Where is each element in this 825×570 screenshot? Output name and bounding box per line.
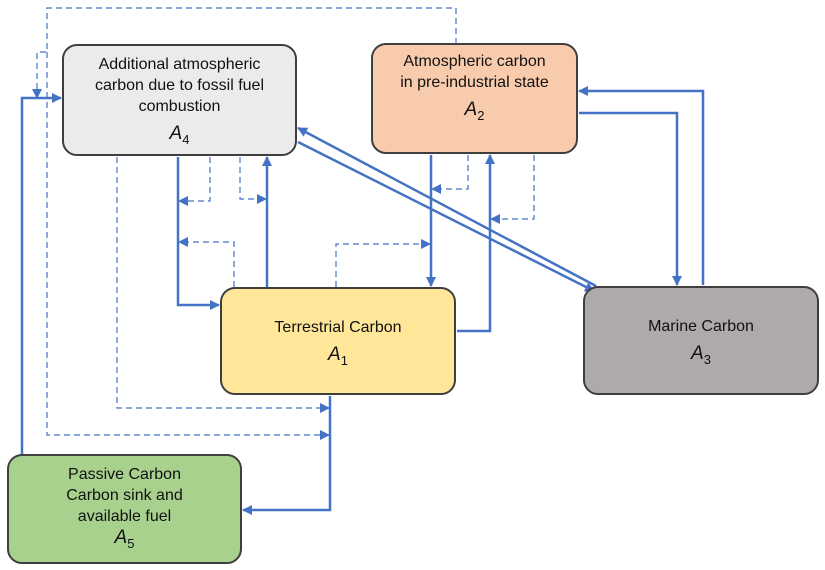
dashed-left-to-a5-line [46, 52, 330, 440]
arrow-a3-to-a2 [578, 86, 705, 285]
box-label-line: Terrestrial Carbon [274, 319, 402, 336]
compartment-symbol: A2 [464, 99, 485, 123]
dashed-a4-to-a5-line [116, 157, 330, 413]
passive-carbon-box: Passive Carbon Carbon sink and available… [7, 454, 242, 564]
box-label-line: Passive Carbon [68, 466, 181, 483]
arrow-a4-to-a1 [176, 157, 220, 310]
compartment-symbol: A1 [328, 344, 348, 368]
dashed-a1-loop-1 [178, 237, 235, 287]
dashed-a2-loop-2 [490, 155, 535, 224]
dashed-a2-loop-1 [431, 155, 469, 194]
box-label-line: available fuel [77, 508, 172, 525]
arrow-a1-to-a2 [457, 154, 495, 333]
dashed-a4-loop-2 [239, 157, 267, 204]
compartment-symbol: A4 [169, 123, 190, 147]
dashed-a1-loop-2 [335, 239, 431, 287]
atmospheric-fossil-carbon-box: Additional atmospheric carbon due to fos… [62, 44, 297, 156]
terrestrial-carbon-box: Terrestrial Carbon A1 [220, 287, 456, 395]
box-label-line: carbon due to fossil fuel [95, 77, 264, 94]
arrow-a5-to-a4 [20, 93, 62, 454]
arrow-a4-to-a3 [297, 140, 595, 293]
pre-industrial-carbon-box: Atmospheric carbon in pre-industrial sta… [371, 43, 578, 154]
box-label-line: Atmospheric carbon [403, 53, 546, 70]
arrow-a2-to-a3 [579, 111, 682, 286]
box-label-line: Carbon sink and [66, 487, 183, 504]
box-label-line: Marine Carbon [648, 318, 754, 335]
arrow-a3-to-a4 [297, 126, 597, 288]
box-label-line: combustion [138, 98, 221, 115]
arrow-a1-to-a5 [242, 396, 332, 515]
compartment-symbol: A5 [114, 527, 135, 551]
marine-carbon-box: Marine Carbon A3 [583, 286, 819, 395]
dashed-a4-loop-1 [178, 157, 211, 206]
dashed-top-loop [32, 7, 457, 99]
box-label-line: Additional atmospheric [98, 56, 261, 73]
compartment-symbol: A3 [691, 343, 711, 367]
box-label-line: in pre-industrial state [400, 74, 549, 91]
